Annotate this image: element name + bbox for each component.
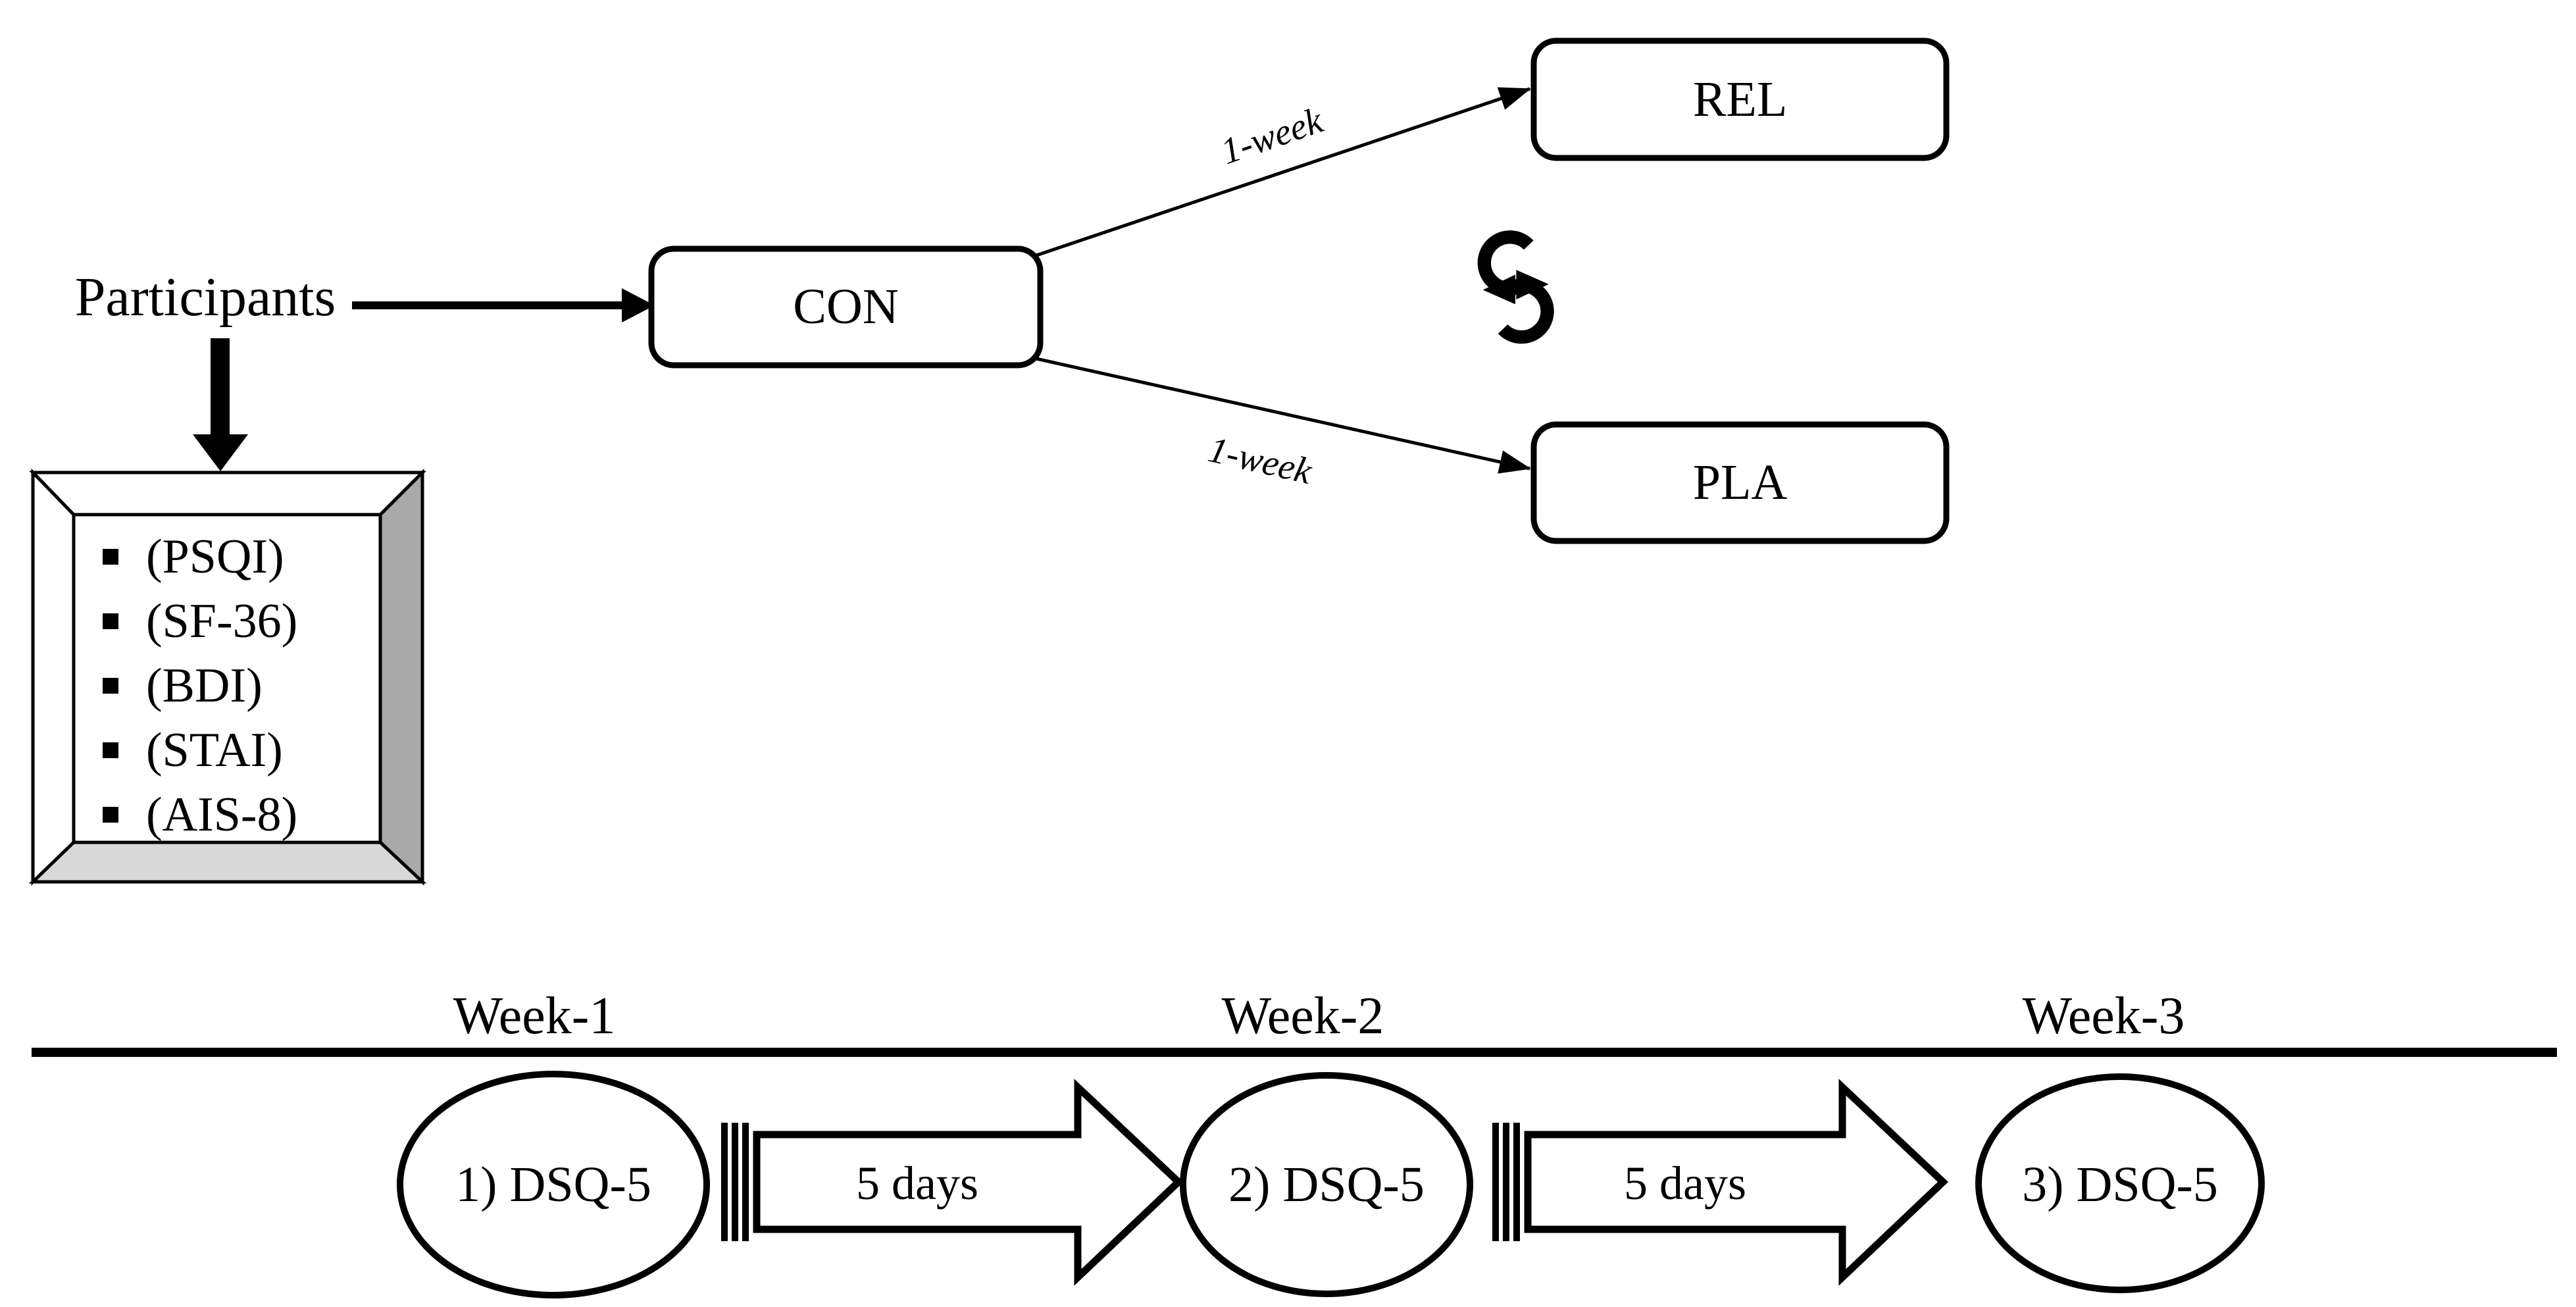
participants-label: Participants	[74, 267, 336, 328]
measurement-ellipse-1	[397, 1071, 710, 1298]
down-arrowhead-icon	[193, 434, 248, 471]
square-bullet-icon	[103, 807, 118, 823]
measurement-label-3: 3) DSQ-5	[2022, 1157, 2218, 1212]
square-bullet-icon	[103, 742, 118, 758]
pla-box	[1530, 421, 1950, 544]
measurement-ellipse-3	[1975, 1073, 2265, 1293]
assessment-label: (STAI)	[146, 723, 283, 777]
con-to-rel-arrow	[1036, 87, 1531, 257]
interval-label-2: 5 days	[1624, 1157, 1746, 1210]
right-arrowhead-icon	[622, 288, 655, 322]
con-box	[648, 245, 1044, 369]
con-to-pla-arrow	[1036, 357, 1531, 474]
square-bullet-icon	[103, 613, 118, 629]
interval-arrow-2	[1492, 1079, 1949, 1286]
week-label-3: Week-3	[2022, 987, 2185, 1045]
assessment-label: (AIS-8)	[146, 788, 298, 842]
rel-box-label: REL	[1692, 72, 1788, 127]
con-box-label: CON	[793, 279, 899, 334]
participants-down-arrow-shaft	[211, 338, 230, 437]
assessment-row: (STAI)	[103, 724, 283, 777]
square-bullet-icon	[103, 678, 118, 694]
frame-bevel-bottom	[28, 840, 427, 884]
swap-cycle-icon	[1477, 230, 1554, 344]
week-label-2: Week-2	[1221, 987, 1384, 1045]
measurement-label-1: 1) DSQ-5	[455, 1157, 651, 1212]
assessments-frame	[28, 468, 427, 886]
frame-bevel-right	[378, 468, 424, 886]
interval-label-1: 5 days	[856, 1157, 978, 1210]
assessment-label: (SF-36)	[146, 594, 298, 648]
measurement-label-2: 2) DSQ-5	[1228, 1157, 1425, 1212]
frame-bevel-left	[31, 468, 76, 886]
pla-box-label: PLA	[1692, 455, 1788, 510]
assessment-label: (PSQI)	[146, 530, 284, 584]
frame-bevel-top	[29, 471, 427, 517]
assessment-row: (PSQI)	[103, 530, 284, 583]
rel-box	[1530, 38, 1950, 161]
assessment-row: (AIS-8)	[103, 788, 297, 841]
assessment-row: (BDI)	[103, 659, 263, 712]
square-bullet-icon	[103, 549, 118, 565]
frame-inner-panel	[72, 513, 382, 844]
measurement-ellipse-2	[1180, 1072, 1473, 1297]
assessment-label: (BDI)	[146, 659, 263, 713]
timeline-axis	[32, 1048, 2557, 1057]
interval-arrow-1	[721, 1079, 1184, 1286]
week-label-1: Week-1	[453, 987, 616, 1045]
assessment-row: (SF-36)	[103, 595, 297, 648]
